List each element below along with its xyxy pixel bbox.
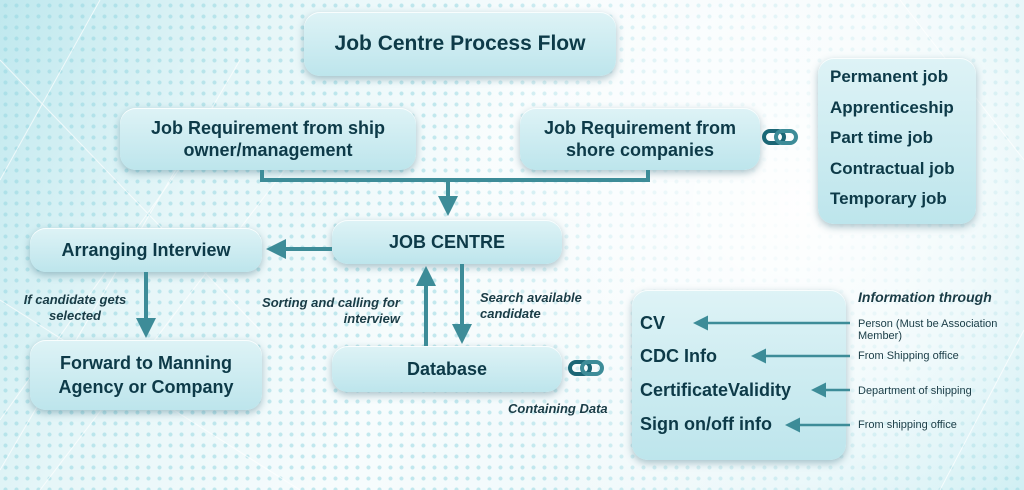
job-types-box: Permanent job Apprenticeship Part time j…	[818, 58, 976, 224]
sorting-label: Sorting and calling for interview	[262, 295, 400, 326]
chain-link-icon	[762, 129, 798, 145]
info-box	[632, 290, 846, 460]
job-centre-box: JOB CENTRE	[332, 220, 562, 264]
job-type-contractual: Contractual job	[830, 158, 955, 178]
title-box: Job Centre Process Flow	[304, 12, 616, 76]
database-label: Database	[406, 358, 488, 379]
info-source-certificate: Department of shipping	[858, 385, 972, 397]
arranging-interview-label: Arranging Interview	[61, 239, 231, 260]
info-source-sign: From shipping office	[858, 419, 957, 431]
req-ship-box: Job Requirement from ship owner/manageme…	[120, 108, 416, 170]
if-selected-label: If candidate gets selected	[23, 292, 127, 323]
info-item-certificate: CertificateValidity	[640, 380, 792, 400]
req-shore-box: Job Requirement from shore companies	[520, 108, 760, 170]
req-ship-label: Job Requirement from ship owner/manageme…	[150, 118, 386, 160]
info-item-cv: CV	[640, 313, 666, 333]
job-type-permanent: Permanent job	[830, 67, 949, 86]
info-item-sign-on-off: Sign on/off info	[640, 414, 772, 434]
info-source-cdc: From Shipping office	[858, 350, 959, 362]
diagram-title: Job Centre Process Flow	[334, 32, 586, 55]
info-source-cv: Person (Must be Association Member)	[858, 318, 998, 342]
req-shore-label: Job Requirement from shore companies	[543, 118, 737, 160]
arranging-interview-box: Arranging Interview	[30, 228, 262, 272]
containing-data-label: Containing Data	[508, 401, 608, 416]
info-item-cdc: CDC Info	[640, 346, 717, 366]
job-types-list: Permanent job Apprenticeship Part time j…	[830, 62, 955, 215]
forward-manning-box: Forward to Manning Agency or Company	[30, 340, 262, 410]
info-header-label: Information through	[858, 289, 992, 305]
job-type-temporary: Temporary job	[830, 189, 947, 208]
search-label: Search available candidate	[480, 290, 582, 321]
job-type-apprenticeship: Apprenticeship	[830, 97, 954, 117]
chain-link-icon	[568, 360, 604, 376]
requirements-merge-connector	[260, 170, 650, 216]
forward-manning-label: Forward to Manning Agency or Company	[58, 353, 234, 397]
database-box: Database	[332, 346, 562, 392]
job-centre-label: JOB CENTRE	[388, 231, 505, 252]
job-type-part-time: Part time job	[830, 128, 933, 147]
